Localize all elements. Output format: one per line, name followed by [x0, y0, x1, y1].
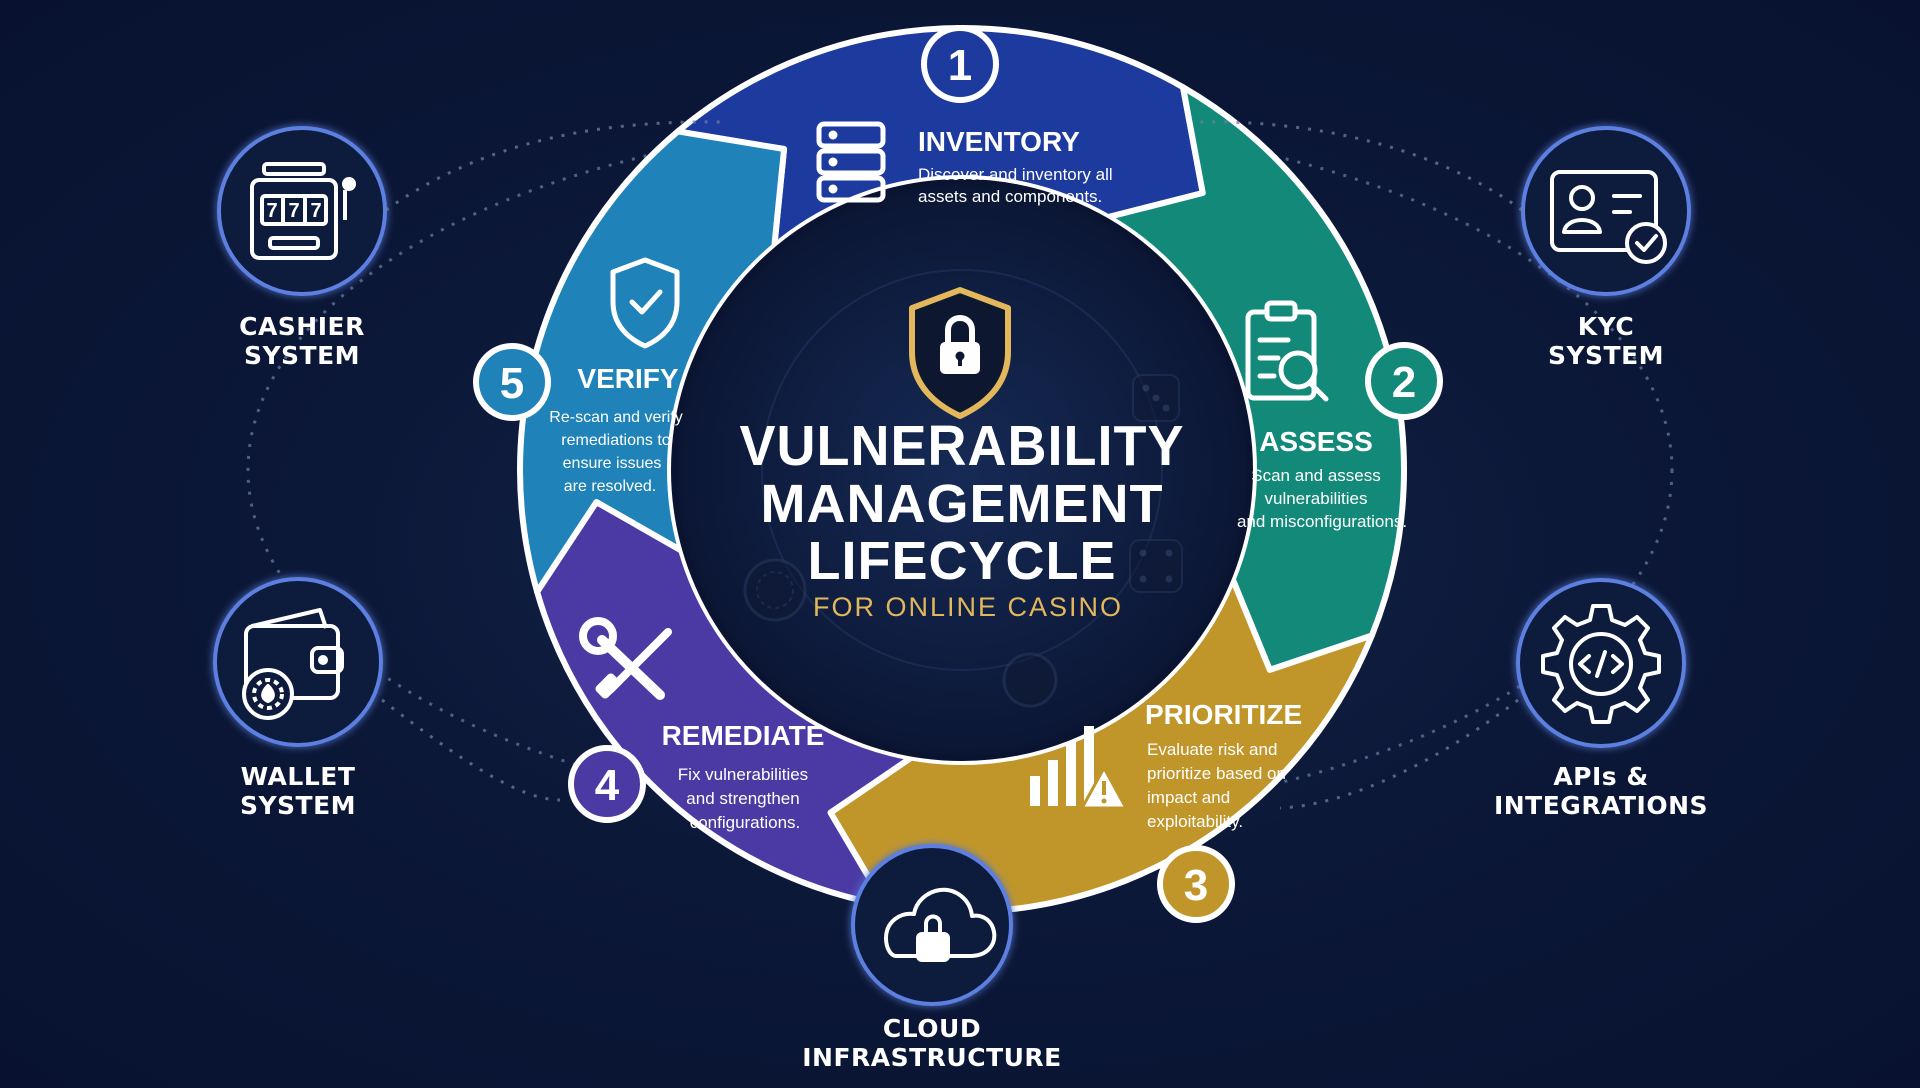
kyc-system-label: KYC SYSTEM [1547, 312, 1665, 370]
step-4-desc-3: configurations. [690, 813, 801, 832]
shield-lock-icon [909, 287, 1011, 419]
server-icon [816, 121, 886, 203]
ring-segment-verify [517, 128, 788, 595]
step-1-desc-1: Discover and inventory all [918, 165, 1113, 184]
step-4-desc-1: Fix vulnerabilities [678, 765, 808, 784]
cloud-infrastructure-node [851, 844, 1013, 1006]
step-3-number: 3 [1184, 861, 1208, 910]
orbit-ring [246, 118, 1674, 822]
step-3-desc-3: impact and [1147, 788, 1230, 807]
kyc-system-node [1521, 126, 1691, 296]
ring-segment-assess [1105, 84, 1408, 673]
cashier-system-node: 7 7 7 [217, 126, 387, 296]
step-4-number: 4 [595, 761, 620, 810]
step-inventory: INVENTORY Discover and inventory all ass… [816, 121, 1113, 206]
step-2-desc-2: vulnerabilities [1265, 489, 1368, 508]
step-3-desc-2: prioritize based on [1147, 764, 1286, 783]
step-remediate: REMEDIATE Fix vulnerabilities and streng… [579, 617, 825, 832]
step-3-title: PRIORITIZE [1145, 699, 1302, 730]
subtitle: FOR ONLINE CASINO [813, 592, 1123, 622]
step-2-title: ASSESS [1259, 426, 1373, 457]
step-5-desc-2: remediations to [561, 432, 670, 449]
apis-integrations-node [1516, 578, 1686, 748]
step-5-desc-4: are resolved. [564, 478, 657, 495]
connector-lines [381, 120, 1523, 810]
step-4-desc-2: and strengthen [686, 789, 799, 808]
title-line-2: MANAGEMENT [761, 474, 1164, 534]
cashier-system-label: CASHIER SYSTEM [239, 312, 365, 370]
step-1-title: INVENTORY [918, 126, 1080, 157]
slot-reel-1: 7 [266, 200, 277, 222]
step-2-desc-1: Scan and assess [1251, 466, 1380, 485]
roulette-wheel-background [761, 269, 1163, 671]
step-3-desc-1: Evaluate risk and [1147, 740, 1277, 759]
step-1-desc-2: assets and components. [918, 187, 1102, 206]
wallet-system-label: WALLET SYSTEM [239, 762, 357, 820]
cloud-lock-icon [884, 887, 997, 962]
hub-circle [671, 179, 1253, 761]
slot-machine-icon [250, 162, 356, 260]
step-3-desc-4: exploitability. [1147, 812, 1243, 831]
step-5-badge: 5 [473, 343, 551, 421]
step-5-desc-3: ensure issues [563, 455, 662, 472]
step-3-badge: 3 [1157, 845, 1235, 923]
title-line-1: VULNERABILITY [740, 414, 1185, 477]
gear-code-icon [1541, 604, 1661, 724]
id-card-check-icon [1550, 170, 1667, 264]
step-2-desc-3: and misconfigurations. [1237, 512, 1407, 531]
step-4-title: REMEDIATE [662, 720, 825, 751]
bar-chart-warning-icon [1030, 726, 1128, 810]
apis-integrations-label: APIs & INTEGRATIONS [1493, 762, 1709, 820]
dice-icon [1129, 374, 1183, 593]
clipboard-search-icon [1245, 300, 1329, 402]
casino-chip-icon [743, 558, 1058, 708]
step-1-number: 1 [948, 41, 972, 90]
step-2-badge: 2 [1365, 342, 1443, 420]
step-2-number: 2 [1392, 358, 1416, 407]
step-5-number: 5 [500, 359, 524, 408]
title-line-3: LIFECYCLE [807, 531, 1116, 591]
shield-check-icon [610, 257, 680, 349]
slot-reel-2: 7 [288, 200, 299, 222]
step-1-badge: 1 [921, 25, 999, 103]
step-verify: VERIFY Re-scan and verify remediations t… [549, 257, 683, 495]
slot-reel-3: 7 [310, 200, 321, 222]
step-prioritize: PRIORITIZE Evaluate risk and prioritize … [1030, 699, 1302, 831]
step-5-desc-1: Re-scan and verify [549, 409, 682, 426]
wrench-screwdriver-icon [579, 617, 672, 700]
step-5-title: VERIFY [577, 363, 678, 394]
step-4-badge: 4 [568, 745, 646, 823]
wallet-chip-icon [242, 608, 344, 720]
cloud-infrastructure-label: CLOUD INFRASTRUCTURE [802, 1014, 1062, 1072]
wallet-system-node [213, 577, 383, 747]
lifecycle-ring [517, 25, 1408, 915]
step-assess: ASSESS Scan and assess vulnerabilities a… [1237, 300, 1407, 531]
